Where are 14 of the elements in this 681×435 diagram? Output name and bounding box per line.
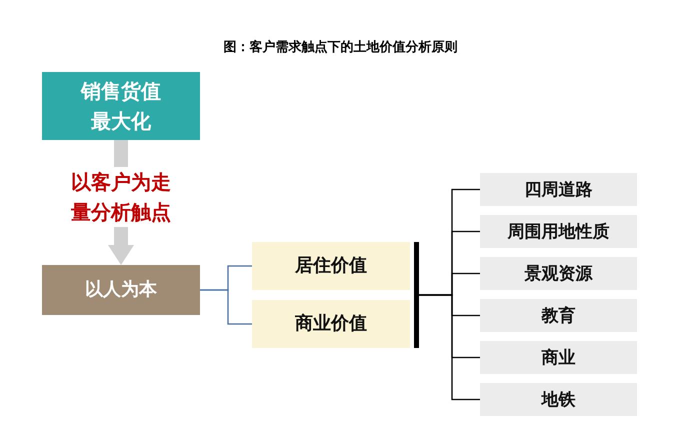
factor-box: 教育 bbox=[480, 299, 637, 332]
value-box: 商业价值 bbox=[252, 300, 410, 348]
factor-box: 商业 bbox=[480, 341, 637, 374]
factor-box: 景观资源 bbox=[480, 257, 637, 290]
factor-box: 地铁 bbox=[480, 383, 637, 416]
connector-line bbox=[419, 294, 480, 400]
goal-box: 销售货值最大化 bbox=[42, 72, 200, 140]
factor-box: 四周道路 bbox=[480, 173, 637, 206]
factor-box: 周围用地性质 bbox=[480, 215, 637, 248]
diagram-title: 图：客户需求触点下的土地价值分析原则 bbox=[222, 38, 458, 57]
junction-bar bbox=[414, 242, 419, 348]
connector-line bbox=[200, 289, 252, 325]
principle-box: 以人为本 bbox=[42, 265, 200, 315]
value-box: 居住价值 bbox=[252, 242, 410, 290]
